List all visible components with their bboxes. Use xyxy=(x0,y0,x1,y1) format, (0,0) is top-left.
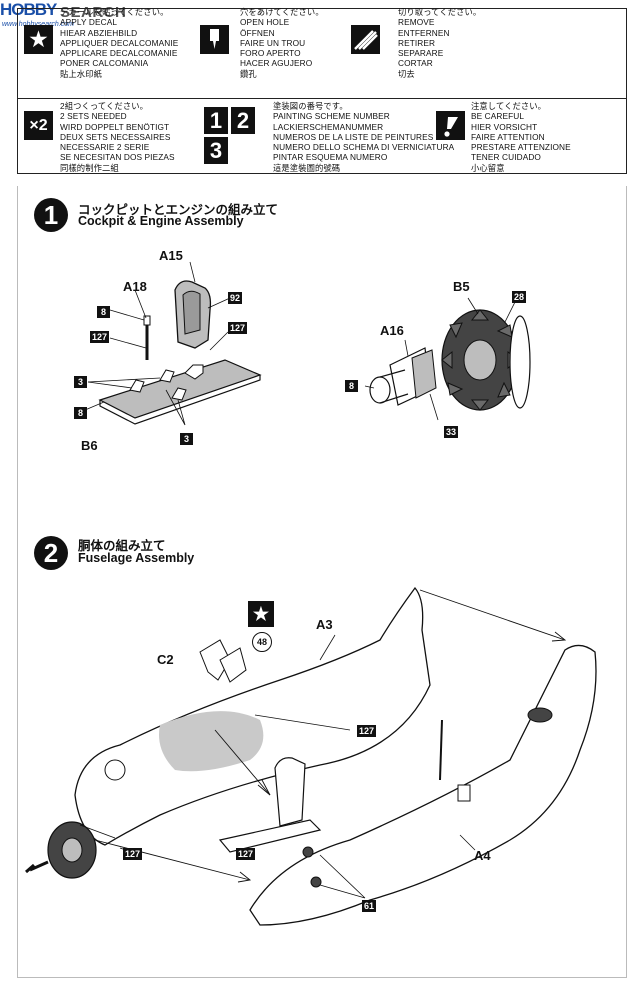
step-2-title-jp: 胴体の組み立て xyxy=(78,539,166,553)
legend-line: LACKIERSCHEMANUMMER xyxy=(273,121,384,132)
part-a18-label: A18 xyxy=(123,279,147,294)
part-a4-label: A4 xyxy=(474,848,491,863)
legend-line: TENER CUIDADO xyxy=(471,152,541,163)
part-b6-label: B6 xyxy=(81,438,98,453)
step-1-title-jp: コックピットとエンジンの組み立て xyxy=(78,203,279,217)
legend-line: 2組つくってください。 xyxy=(60,101,149,111)
color-127-chip: 127 xyxy=(90,331,110,343)
color-8-chip: 8 xyxy=(97,306,110,318)
legend-line: HIEAR ABZIEHBILD xyxy=(60,27,138,38)
step-1-number: 1 xyxy=(34,198,68,232)
legend-remove-text: 切り取ってください。 REMOVE ENTFERNEN RETIRER SEPA… xyxy=(398,7,481,79)
symbol-legend: ★ デカールを貼ってください。 APPLY DECAL HIEAR ABZIEH… xyxy=(17,7,627,174)
legend-line: RETIRER xyxy=(398,37,436,48)
star-icon: ★ xyxy=(24,25,53,54)
legend-line: FAIRE ATTENTION xyxy=(471,131,545,142)
legend-line: APPLIQUER DECALCOMANIE xyxy=(60,37,179,48)
legend-line: 2 SETS NEEDED xyxy=(60,111,127,122)
fuselage-drawing xyxy=(25,586,597,926)
legend-make-two-text: 2組つくってください。 2 SETS NEEDED WIRD DOPPELT B… xyxy=(60,101,175,173)
legend-line: CORTAR xyxy=(398,58,433,69)
legend-line: BE CAREFUL xyxy=(471,111,525,122)
legend-line: NUMERO DELLO SCHEMA DI VERNICIATURA xyxy=(273,142,455,153)
legend-line: 注意してください。 xyxy=(471,101,547,111)
color-127-chip: 127 xyxy=(236,848,256,860)
legend-line: FAIRE UN TROU xyxy=(240,37,306,48)
legend-line: PONER CALCOMANIA xyxy=(60,58,149,69)
scheme-2-icon: 2 xyxy=(231,107,255,134)
decal-number-badge: 48 xyxy=(252,632,272,652)
legend-careful-text: 注意してください。 BE CAREFUL HIER VORSICHT FAIRE… xyxy=(471,101,571,173)
legend-line: PAINTING SCHEME NUMBER xyxy=(273,111,390,122)
legend-line: デカールを貼ってください。 xyxy=(60,7,169,17)
legend-apply-decal-text: デカールを貼ってください。 APPLY DECAL HIEAR ABZIEHBI… xyxy=(60,7,178,79)
legend-line: NUMEROS DE LA LISTE DE PEINTURES xyxy=(273,131,434,142)
step-2-number: 2 xyxy=(34,536,68,570)
apply-decal-star-icon: ★ xyxy=(248,601,274,627)
cut-icon xyxy=(351,25,380,54)
color-3-chip: 3 xyxy=(74,376,87,388)
color-33-chip: 33 xyxy=(444,426,459,438)
legend-line: 塗装図の番号です。 xyxy=(273,101,348,111)
legend-line: PRESTARE ATTENZIONE xyxy=(471,142,571,153)
part-a16-label: A16 xyxy=(380,323,404,338)
legend-line: HACER AGUJERO xyxy=(240,58,313,69)
color-61-chip: 61 xyxy=(362,900,377,912)
legend-line: APPLY DECAL xyxy=(60,17,118,28)
caution-icon xyxy=(436,111,465,140)
color-8-chip: 8 xyxy=(345,380,358,392)
step-1-title-en: Cockpit & Engine Assembly xyxy=(78,214,244,228)
color-127-chip: 127 xyxy=(357,725,377,737)
color-28-chip: 28 xyxy=(512,291,527,303)
legend-line: WIRD DOPPELT BENÖTIGT xyxy=(60,121,170,132)
color-8-chip: 8 xyxy=(74,407,87,419)
scheme-1-icon: 1 xyxy=(204,107,228,134)
step-2-title-en: Fuselage Assembly xyxy=(78,551,195,565)
watermark-logo: HOBBY xyxy=(0,0,57,19)
legend-line: PINTAR ESQUEMA NUMERO xyxy=(273,152,388,163)
legend-line: DEUX SETS NECESSAIRES xyxy=(60,131,171,142)
legend-line: 切去 xyxy=(398,68,415,79)
color-127-chip: 127 xyxy=(228,322,248,334)
legend-open-hole-text: 穴をあけてください。 OPEN HOLE ÖFFNEN FAIRE UN TRO… xyxy=(240,7,324,79)
engine-drawing xyxy=(364,297,531,421)
legend-line: ENTFERNEN xyxy=(398,27,450,38)
part-b5-label: B5 xyxy=(453,279,470,294)
color-127-chip: 127 xyxy=(123,848,143,860)
legend-line: 鑽孔 xyxy=(240,68,257,79)
times-two-icon: ×2 xyxy=(24,111,53,140)
legend-line: ÖFFNEN xyxy=(240,27,275,38)
legend-divider xyxy=(18,98,626,99)
part-a3-label: A3 xyxy=(316,617,333,632)
legend-line: APPLICARE DECALCOMANIE xyxy=(60,48,178,59)
part-a15-label: A15 xyxy=(159,248,183,263)
legend-line: NECESSARIE 2 SERIE xyxy=(60,142,150,153)
legend-line: 這是塗裝圖的號碼 xyxy=(273,162,341,173)
legend-line: 小心留意 xyxy=(471,162,505,173)
watermark-url: www.hobbysearch.com xyxy=(2,21,74,28)
legend-line: OPEN HOLE xyxy=(240,17,290,28)
legend-line: 同樣的制作二組 xyxy=(60,162,119,173)
legend-line: REMOVE xyxy=(398,17,435,28)
legend-line: 切り取ってください。 xyxy=(398,7,482,17)
legend-line: FORO APERTO xyxy=(240,48,301,59)
instruction-frame xyxy=(17,186,627,978)
scheme-3-icon: 3 xyxy=(204,137,228,164)
legend-line: SE NECESITAN DOS PIEZAS xyxy=(60,152,175,163)
color-92-chip: 92 xyxy=(228,292,243,304)
cockpit-drawing xyxy=(84,261,262,426)
part-c2-label: C2 xyxy=(157,652,174,667)
legend-line: 穴をあけてください。 xyxy=(240,7,324,17)
legend-scheme-text: 塗装図の番号です。 PAINTING SCHEME NUMBER LACKIER… xyxy=(273,101,454,173)
legend-line: 貼上水印紙 xyxy=(60,68,102,79)
legend-line: HIER VORSICHT xyxy=(471,121,538,132)
legend-line: SEPARARE xyxy=(398,48,444,59)
drill-icon xyxy=(200,25,229,54)
color-3-chip: 3 xyxy=(180,433,193,445)
